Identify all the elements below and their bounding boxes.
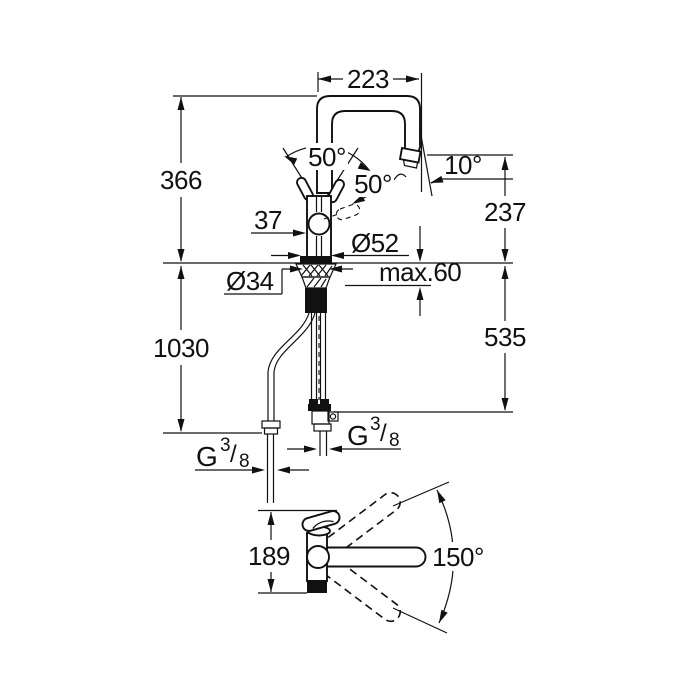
aerator-band (398, 146, 422, 164)
dim-angle50-upper-label: 50° (308, 142, 346, 172)
thread-g38-left-slash: / (230, 441, 237, 468)
threaded-shank (305, 288, 327, 313)
lever-top-view (301, 510, 341, 532)
top-view: 189 150° (248, 481, 486, 634)
dim-angle50-lower: 50° (352, 169, 407, 204)
dim-angle150-label: 150° (432, 542, 484, 572)
fixing-set (295, 263, 337, 313)
spout-top-view (321, 546, 427, 568)
thread-g38-right-den: 8 (389, 430, 399, 451)
thread-g38-left-g: G (196, 441, 217, 472)
dim-37: 37 (251, 205, 306, 237)
dim-max60: max.60 (345, 226, 462, 316)
spout-position-upper-dashed (317, 492, 401, 562)
dim-max60-label: max.60 (379, 257, 461, 287)
dim-237: 237 (484, 157, 526, 262)
supply-hoses (308, 313, 339, 456)
dim-366: 366 (160, 97, 202, 262)
dim-angle10-label: 10° (444, 150, 482, 180)
thread-g38-right-slash: / (380, 420, 387, 447)
swivel-joint (306, 545, 330, 569)
dim-angle150: 150° (431, 489, 486, 624)
side-view: 223 366 1030 237 535 (153, 64, 526, 503)
base-flange (300, 256, 332, 263)
thread-g38-left: G 3 / 8 (195, 435, 309, 474)
dim-angle10: 10° (430, 150, 513, 184)
extension-lines (163, 72, 513, 434)
dim-dia34-label: Ø34 (226, 266, 274, 296)
thread-g38-left-den: 8 (239, 451, 249, 472)
dim-1030-label: 1030 (153, 333, 209, 363)
pullout-hose (261, 312, 316, 503)
dim-189: 189 (248, 512, 290, 592)
dim-dia34: Ø34 (224, 265, 353, 296)
dim-1030: 1030 (153, 266, 209, 432)
dim-angle50-upper: 50° (284, 142, 371, 172)
dim-223-label: 223 (347, 64, 389, 94)
swivel-line-lower (392, 607, 448, 634)
dim-237-label: 237 (484, 197, 526, 227)
dim-223: 223 (318, 64, 419, 94)
dim-189-label: 189 (248, 541, 290, 571)
dim-535: 535 (484, 266, 526, 411)
lever-dashed-link (323, 213, 338, 220)
thread-g38-left-num: 3 (220, 435, 230, 456)
thread-g38-right: G 3 / 8 (287, 414, 401, 453)
body-center-lines (315, 197, 323, 256)
dim-dia52-label: Ø52 (351, 228, 399, 258)
dim-366-label: 366 (160, 165, 202, 195)
swivel-line-upper (392, 481, 450, 507)
dim-angle50-lower-label: 50° (354, 169, 392, 199)
dim-37-label: 37 (254, 205, 282, 235)
ball-joint (307, 212, 331, 236)
angle-valve (308, 404, 339, 432)
dim-535-label: 535 (484, 322, 526, 352)
lever-position-side-dashed (335, 203, 361, 221)
dim-dia52: Ø52 (271, 228, 409, 259)
outlet-tip (402, 159, 419, 169)
base-black-top-view (307, 580, 327, 593)
topview-extension-lines (258, 509, 337, 594)
spout-position-lower-dashed (317, 552, 401, 622)
thread-g38-right-num: 3 (370, 414, 380, 435)
thread-g38-right-g: G (347, 420, 368, 451)
